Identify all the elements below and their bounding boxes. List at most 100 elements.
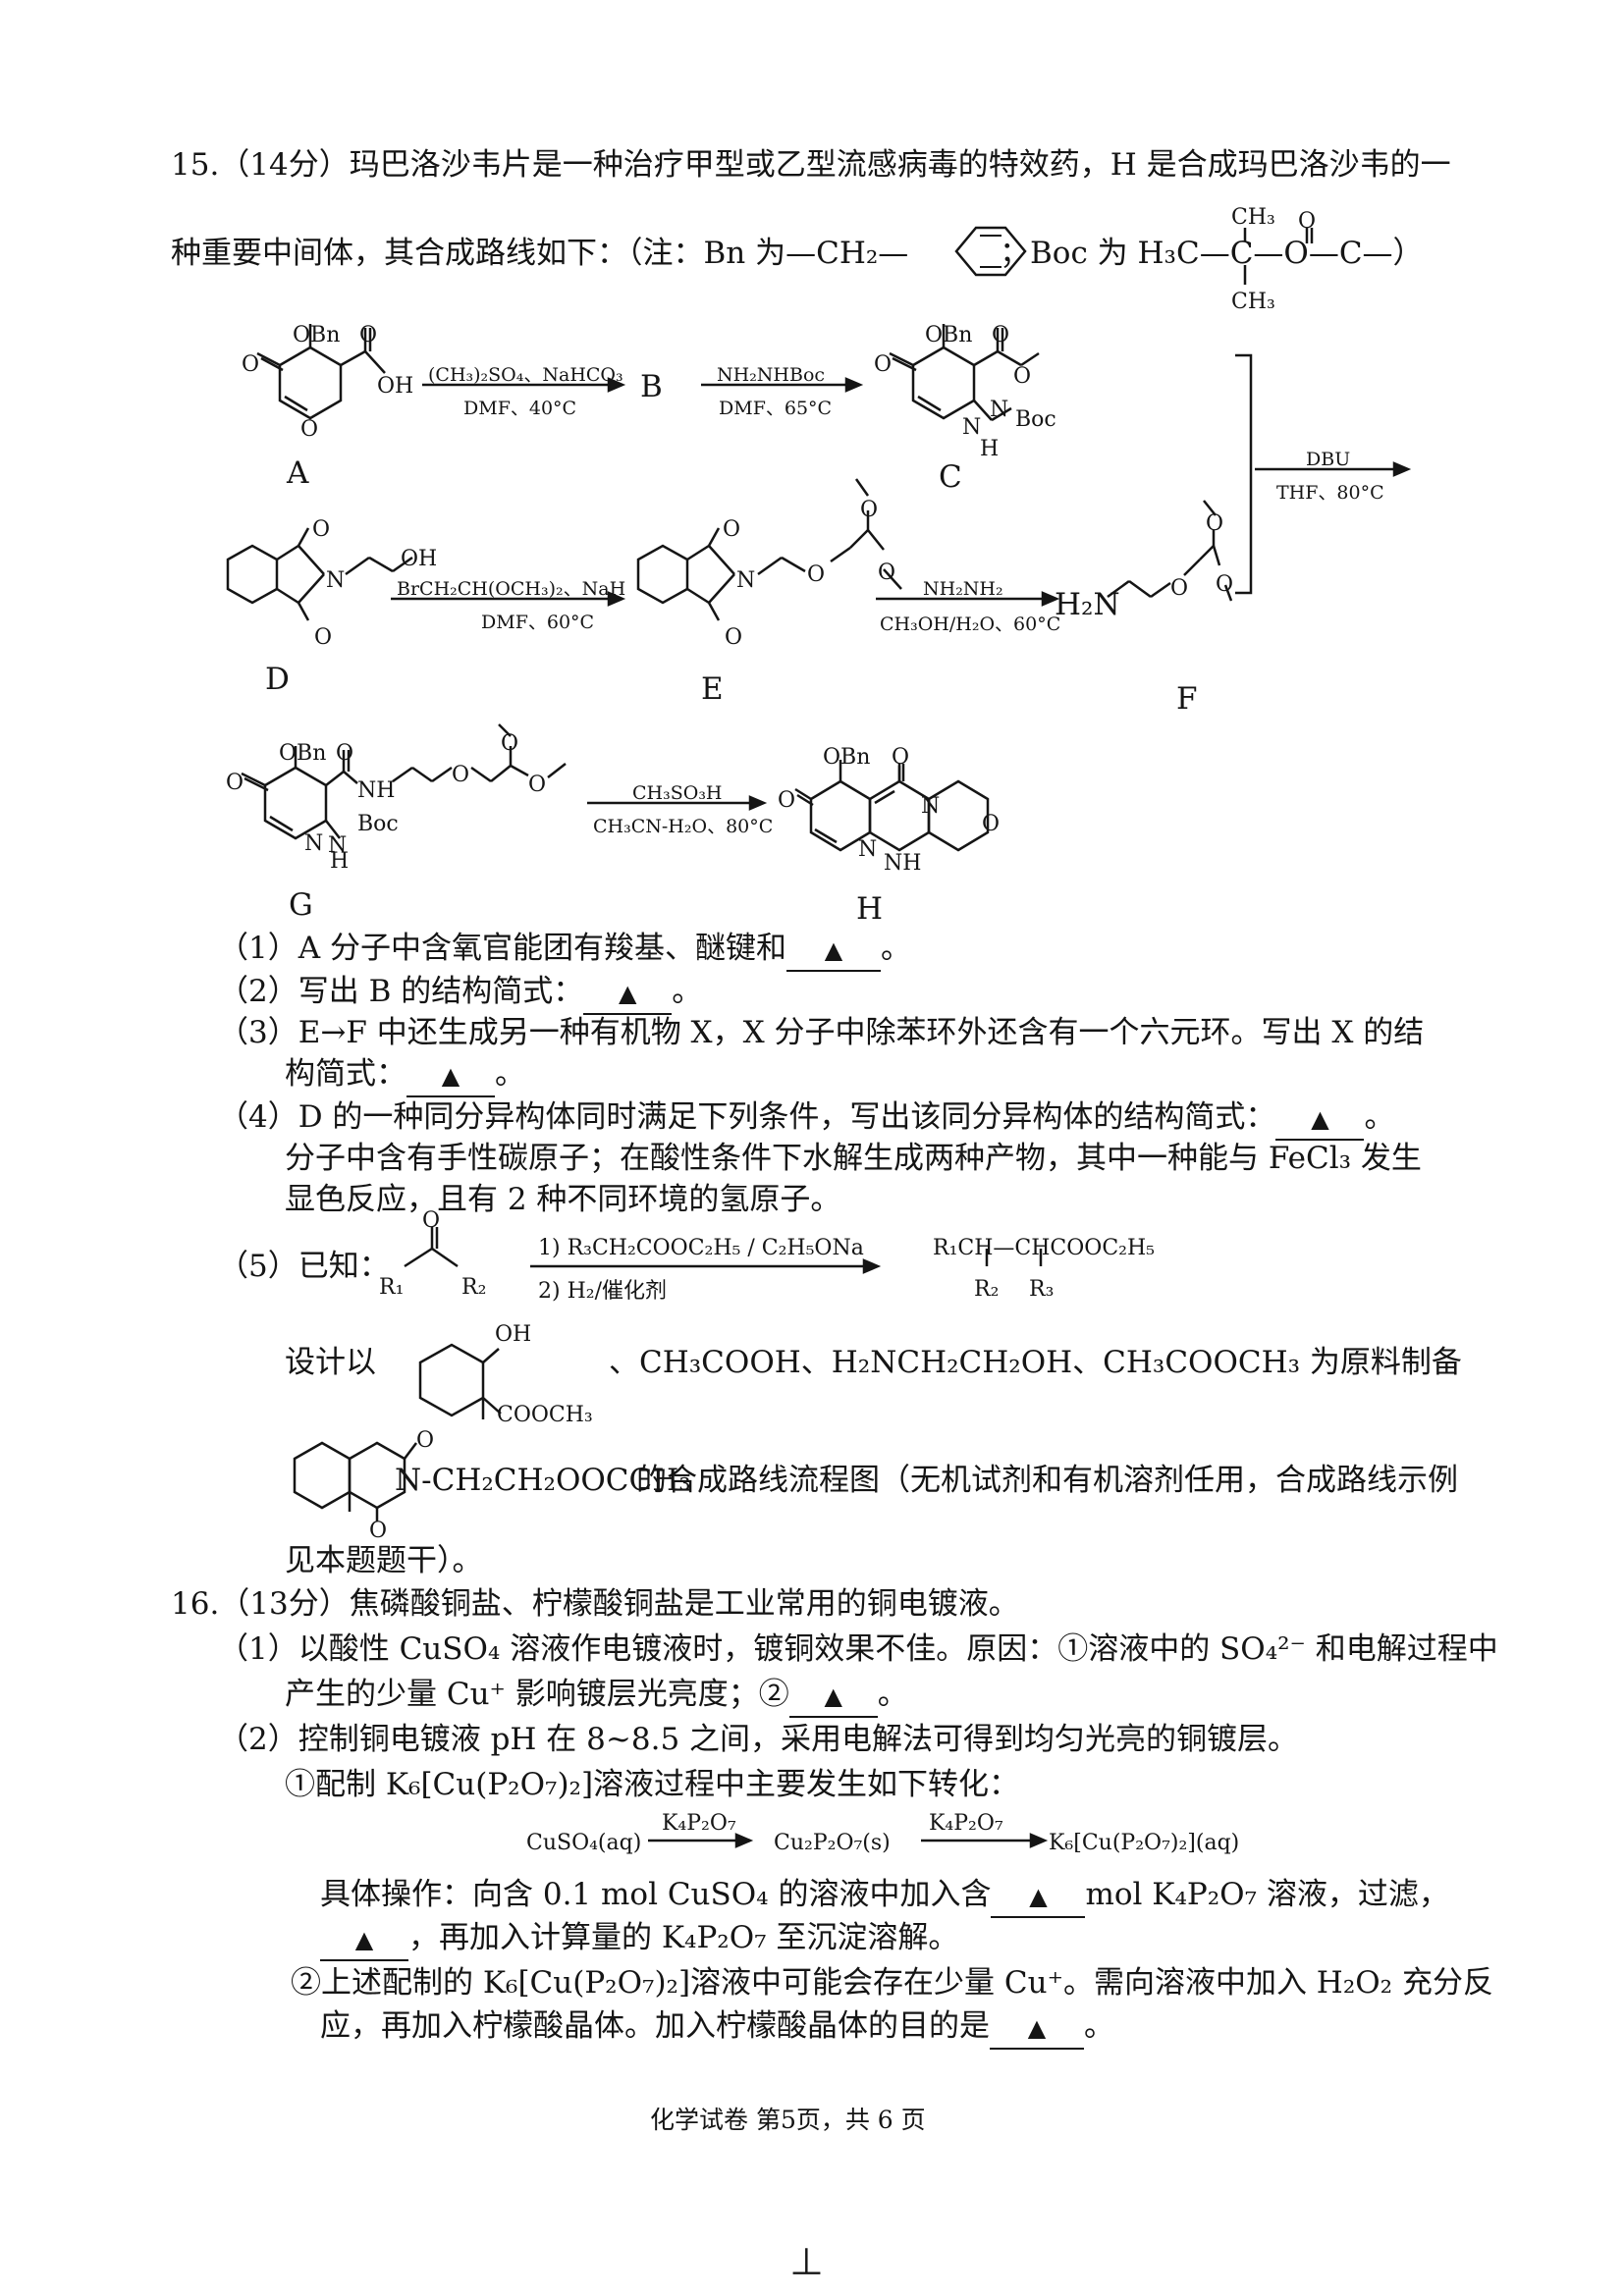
- design-reagents: 、CH₃COOH、H₂NCH₂CH₂OH、CH₃COOCH₃ 为原料制备: [609, 1345, 1462, 1380]
- answer-blank-4[interactable]: ▲: [1275, 1097, 1365, 1141]
- a-obn: OBn: [293, 323, 341, 347]
- compound-h-structure: [794, 760, 990, 852]
- reagent-b-bottom: DMF、65°C: [719, 398, 833, 419]
- target-o-bottom: O: [369, 1519, 388, 1543]
- d-n: N: [326, 568, 346, 593]
- e-o-ether: O: [807, 562, 826, 587]
- h-o-ring: O: [982, 812, 1001, 836]
- answer-blank-5[interactable]: ▲: [788, 1675, 878, 1718]
- g-obn: OBn: [279, 741, 327, 766]
- target-rest: 的合成路线流程图（无机试剂和有机溶剂任用，合成路线示例: [636, 1463, 1458, 1498]
- known-product-r3: R₃: [1029, 1277, 1055, 1302]
- label-b: B: [640, 369, 663, 404]
- known-r2: R₂: [461, 1275, 487, 1300]
- eq-arrow1-label: K₄P₂O₇: [662, 1811, 736, 1836]
- q16-sub1b: 产生的少量 Cu⁺ 影响镀层光亮度；②▲。: [285, 1675, 908, 1718]
- compound-f-structure: [1107, 500, 1233, 602]
- d-o-bottom: O: [314, 625, 333, 650]
- a-ring-o: O: [300, 417, 319, 442]
- g-o-ether: O: [452, 763, 470, 787]
- reaction-arrows: [391, 377, 1412, 1848]
- f-h2n: H₂N: [1055, 587, 1120, 622]
- design-end: 见本题题干）。: [285, 1543, 483, 1578]
- q16-sub2a: （2）控制铜电镀液 pH 在 8~8.5 之间，采用电解法可得到均匀光亮的铜镀层…: [218, 1722, 1299, 1757]
- design-prefix: 设计以: [285, 1345, 376, 1380]
- d-o-top: O: [312, 517, 331, 542]
- answer-blank-3[interactable]: ▲: [406, 1054, 495, 1097]
- q15-sub1: （1）A 分子中含氧官能团有羧基、醚键和▲。: [218, 929, 911, 972]
- reagent-a-top: (CH₃)₂SO₄、NaHCO₃: [428, 364, 623, 386]
- h-carbonyl-o: O: [892, 745, 910, 770]
- g-o-ome2: O: [528, 773, 547, 797]
- q16-line1: 16.（13分）焦磷酸铜盐、柠檬酸铜盐是工业常用的铜电镀液。: [171, 1586, 1019, 1622]
- bottom-mark: 丄: [791, 2246, 822, 2281]
- g-nh: NH: [357, 778, 396, 803]
- reagent-e-bottom: CH₃OH/H₂O、60°C: [880, 614, 1061, 635]
- c-carbonyl-o: O: [992, 323, 1010, 347]
- design-sm-cooch3: COOCH₃: [497, 1403, 593, 1427]
- c-n: N: [962, 415, 982, 440]
- label-f: F: [1176, 681, 1198, 717]
- eq-right: K₆[Cu(P₂O₇)₂](aq): [1049, 1831, 1240, 1855]
- compound-e-structure: [636, 478, 902, 621]
- target-substituent: N-CH₂CH₂OOCCH₃: [395, 1463, 691, 1498]
- q15-sub3a: （3）E→F 中还生成另一种有机物 X，X 分子中除苯环外还含有一个六元环。写出…: [218, 1015, 1425, 1050]
- boc-ch3-bottom: CH₃: [1231, 290, 1275, 314]
- q15-line1: 15.（14分）玛巴洛沙韦片是一种治疗甲型或乙型流感病毒的特效药，H 是合成玛巴…: [171, 147, 1451, 183]
- boc-ch3-top: CH₃: [1231, 205, 1275, 230]
- h-n2: N: [858, 837, 878, 862]
- c-h: H: [980, 437, 1000, 461]
- a-o: O: [242, 352, 260, 377]
- q16-sub2c: ②上述配制的 K₆[Cu(P₂O₇)₂]溶液中可能会存在少量 Cu⁺。需向溶液中…: [291, 1965, 1493, 2001]
- answer-blank-8[interactable]: ▲: [990, 2006, 1084, 2050]
- known-cond-top: 1) R₃CH₂COOC₂H₅ / C₂H₅ONa: [538, 1236, 864, 1260]
- a-oh: OH: [377, 374, 414, 399]
- q15-sub4c: 显色反应，且有 2 种不同环境的氢原子。: [285, 1182, 841, 1217]
- q16-sub2d: 应，再加入柠檬酸晶体。加入柠檬酸晶体的目的是▲。: [320, 2006, 1114, 2050]
- q16-sub2b: ①配制 K₆[Cu(P₂O₇)₂]溶液过程中主要发生如下转化：: [285, 1767, 1020, 1802]
- reagent-d-bottom: DMF、60°C: [481, 612, 595, 633]
- compound-a-structure: [256, 324, 386, 420]
- answer-blank-1[interactable]: ▲: [785, 929, 881, 972]
- c-n2: N: [990, 398, 1009, 422]
- reagent-a-bottom: DMF、40°C: [463, 398, 577, 419]
- q15-sub4b: 分子中含有手性碳原子；在酸性条件下水解生成两种产物，其中一种能与 FeCl₃ 发…: [285, 1141, 1422, 1176]
- h-nh: NH: [884, 851, 922, 876]
- eq-arrow2-label: K₄P₂O₇: [929, 1811, 1003, 1836]
- known-cond-bottom: 2) H₂/催化剂: [538, 1279, 667, 1304]
- q15-sub5-label: （5）已知：: [218, 1249, 390, 1284]
- q15-line2: 种重要中间体，其合成路线如下：（注：Bn 为—CH₂—: [171, 236, 909, 271]
- known-ketone-structure: [404, 1227, 1043, 1268]
- f-o-ome2: O: [1216, 572, 1234, 597]
- reagent-b-top: NH₂NHBoc: [717, 364, 826, 386]
- q16-op-a: 具体操作：向含 0.1 mol CuSO₄ 的溶液中加入含▲mol K₄P₂O₇…: [320, 1875, 1449, 1918]
- c-boc: Boc: [1015, 407, 1056, 432]
- compound-c-structure: [889, 324, 1040, 422]
- target-o-top: O: [416, 1428, 435, 1453]
- page-footer: 化学试卷 第5页，共 6 页: [650, 2106, 926, 2134]
- known-r1: R₁: [379, 1275, 405, 1300]
- compound-d-structure: [226, 527, 413, 621]
- reagent-d-top: BrCH₂CH(OCH₃)₂、NaH: [397, 578, 626, 600]
- bn-benzene-ring: [954, 226, 1027, 277]
- e-n: N: [736, 568, 756, 593]
- reagent-g-bottom: CH₃CN-H₂O、80°C: [593, 816, 774, 837]
- g-carbonyl-o: O: [336, 741, 354, 766]
- g-boc: Boc: [357, 812, 399, 836]
- label-g: G: [289, 887, 313, 923]
- q16-sub1a: （1）以酸性 CuSO₄ 溶液作电镀液时，镀铜效果不佳。原因：①溶液中的 SO₄…: [218, 1631, 1498, 1667]
- label-d: D: [265, 662, 290, 697]
- answer-blank-7[interactable]: ▲: [320, 1918, 408, 1961]
- h-n: N: [921, 794, 941, 819]
- compound-g-structure: [241, 723, 567, 840]
- target-product-structure: [293, 1441, 417, 1522]
- answer-blank-6[interactable]: ▲: [991, 1875, 1086, 1918]
- q16-op-b: ▲，再加入计算量的 K₄P₂O₇ 至沉淀溶解。: [320, 1918, 958, 1961]
- c-o: O: [874, 352, 893, 377]
- answer-blank-2[interactable]: ▲: [583, 972, 673, 1015]
- e-o-bottom: O: [725, 625, 743, 650]
- reagent-g-top: CH₃SO₃H: [632, 782, 723, 804]
- boc-carbonyl-o: O: [1298, 209, 1317, 234]
- label-c: C: [939, 459, 962, 495]
